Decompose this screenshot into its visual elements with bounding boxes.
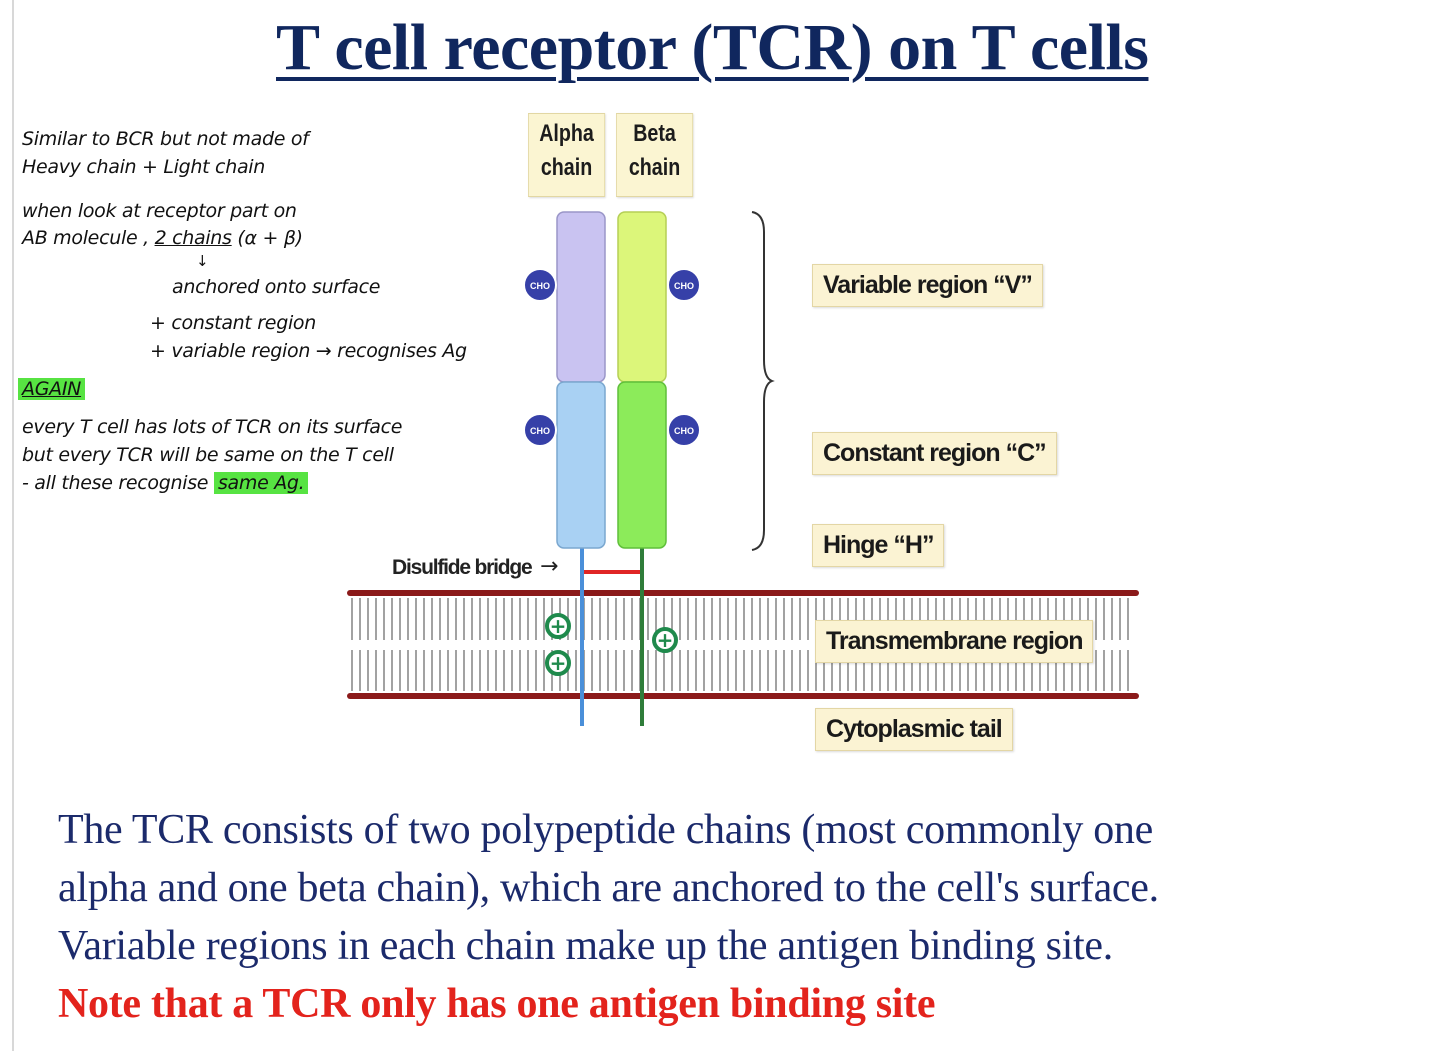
arrow-right-icon: → (540, 554, 559, 579)
slide-title: T cell receptor (TCR) on T cells (276, 11, 1149, 84)
cho-label: CHO (674, 426, 694, 436)
beta-chain-label: Beta chain (616, 113, 694, 197)
region-brace (751, 211, 775, 551)
body-line-2: alpha and one beta chain), which are anc… (58, 865, 1159, 911)
beta-constant-domain (617, 381, 667, 549)
note-line-10: - all these recognise same Ag. (22, 472, 309, 494)
note-one-binding-site: Note that a TCR only has one antigen bin… (58, 981, 936, 1027)
note-line-9: but every TCR will be same on the T cell (22, 444, 394, 466)
note-line-4-prefix: AB molecule , (22, 227, 149, 249)
alpha-chain-label-line2: chain (540, 154, 593, 181)
note-down-arrow: ↓ (196, 252, 209, 270)
note-line-2: Heavy chain + Light chain (22, 156, 266, 178)
cytoplasmic-tail-label: Cytoplasmic tail (815, 708, 1013, 751)
beta-chain-label-line1: Beta (633, 120, 676, 147)
note-two-chains: 2 chains (154, 227, 232, 249)
cho-label: CHO (674, 281, 694, 291)
note-again: AGAIN (18, 378, 86, 400)
note-line-10-prefix: - all these recognise (22, 472, 209, 494)
svg-text:+: + (550, 614, 567, 638)
positive-charge-icon: + (545, 650, 571, 676)
beta-chain-label-line2: chain (628, 154, 681, 181)
alpha-variable-domain (556, 211, 606, 383)
variable-region-label: Variable region “V” (812, 264, 1043, 307)
cho-icon: CHO (667, 268, 701, 302)
svg-text:+: + (657, 628, 674, 652)
alpha-chain-label-line1: Alpha (539, 120, 594, 147)
constant-region-label: Constant region “C” (812, 432, 1057, 475)
membrane-lipid-heads (347, 590, 1139, 699)
hinge-label: Hinge “H” (812, 524, 945, 567)
alpha-constant-domain (556, 381, 606, 549)
transmembrane-region-label: Transmembrane region (815, 620, 1094, 663)
slide-left-border (12, 0, 14, 1051)
beta-variable-domain (617, 211, 667, 383)
cho-icon: CHO (523, 413, 557, 447)
alpha-chain-label: Alpha chain (528, 113, 606, 197)
cho-label: CHO (530, 426, 550, 436)
note-line-4-suffix: (α + β) (237, 227, 303, 249)
note-line-4: AB molecule , 2 chains (α + β) (22, 227, 303, 249)
note-line-1: Similar to BCR but not made of (22, 128, 309, 150)
note-line-6: + constant region (150, 312, 317, 334)
body-line-1: The TCR consists of two polypeptide chai… (58, 807, 1153, 853)
note-line-8: every T cell has lots of TCR on its surf… (22, 416, 403, 438)
note-line-5: anchored onto surface (172, 276, 381, 298)
positive-charge-icon: + (545, 613, 571, 639)
cho-label: CHO (530, 281, 550, 291)
note-again-highlight: AGAIN (18, 378, 86, 400)
positive-charge-icon: + (652, 627, 678, 653)
note-line-7: + variable region → recognises Ag (150, 340, 467, 362)
body-line-3: Variable regions in each chain make up t… (58, 923, 1113, 969)
note-line-3: when look at receptor part on (22, 200, 297, 222)
disulfide-bridge-label: Disulfide bridge (392, 556, 533, 579)
cho-icon: CHO (523, 268, 557, 302)
cho-icon: CHO (667, 413, 701, 447)
note-same-ag-highlight: same Ag. (213, 472, 309, 494)
svg-text:+: + (550, 651, 567, 675)
